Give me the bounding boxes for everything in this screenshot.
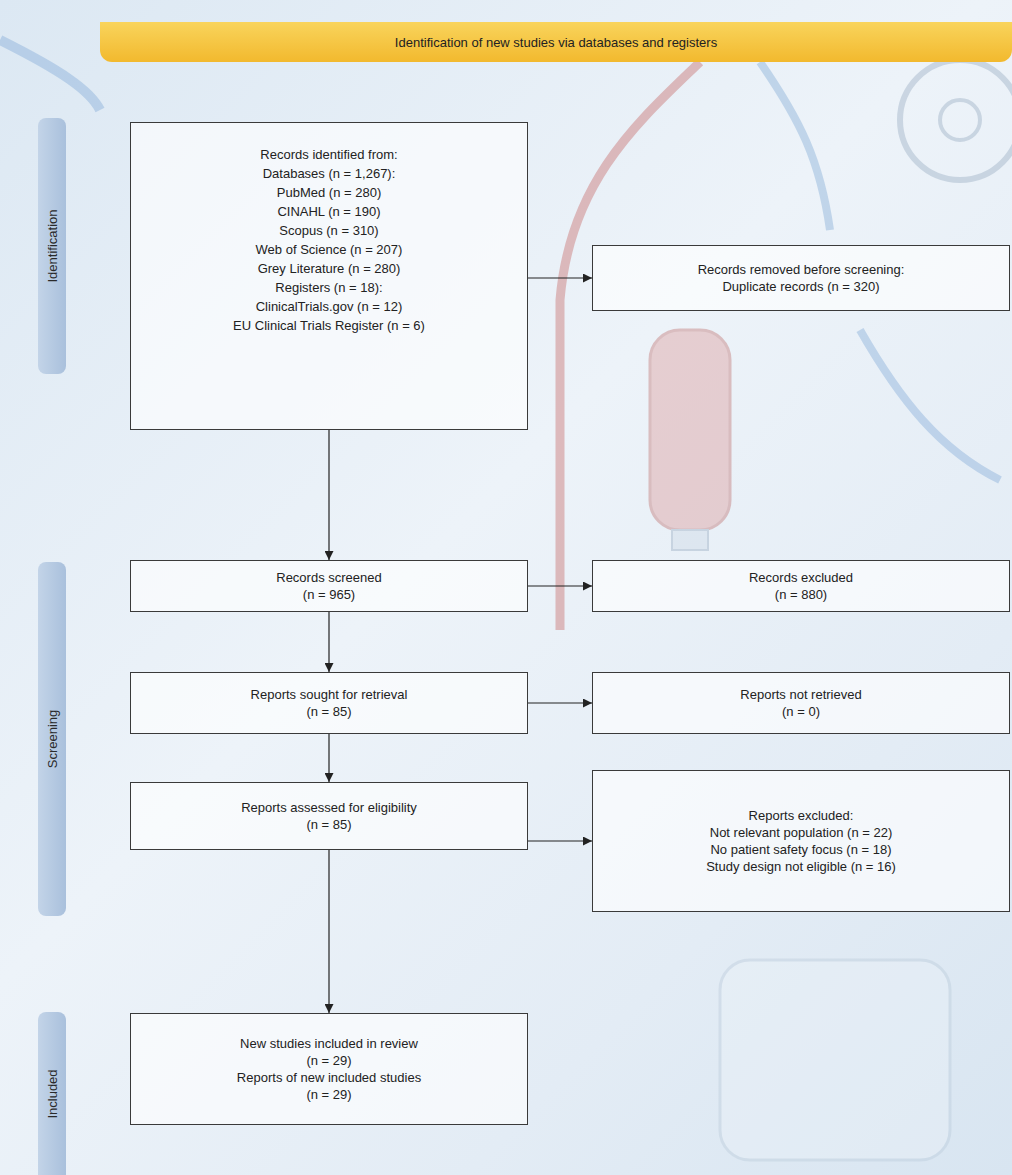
box-text: Records identified from:	[260, 145, 397, 164]
flow-arrow	[328, 850, 329, 1013]
flow-arrow	[328, 430, 329, 560]
box-text: Reports not retrieved	[740, 686, 861, 703]
box-text: EU Clinical Trials Register (n = 6)	[233, 316, 425, 335]
box-text: PubMed (n = 280)	[277, 183, 381, 202]
box-text: Records excluded	[749, 569, 853, 586]
box-text: (n = 29)	[306, 1086, 351, 1103]
exclusion-box: Reports not retrieved(n = 0)	[592, 672, 1010, 734]
box-text: Identification of new studies via databa…	[395, 35, 717, 50]
process-box: Reports sought for retrieval(n = 85)	[130, 672, 528, 734]
box-text: Grey Literature (n = 280)	[258, 259, 401, 278]
box-text: CINAHL (n = 190)	[277, 202, 380, 221]
box-text: Web of Science (n = 207)	[256, 240, 403, 259]
box-text: Scopus (n = 310)	[279, 221, 378, 240]
flow-arrow	[528, 277, 592, 278]
phase-label: Identification	[38, 118, 66, 374]
drip-chamber	[650, 330, 730, 530]
phase-label: Screening	[38, 562, 66, 916]
box-text: New studies included in review	[240, 1035, 418, 1052]
box-text: Reports assessed for eligibility	[241, 799, 417, 816]
box-text: Not relevant population (n = 22)	[710, 824, 892, 841]
box-text: No patient safety focus (n = 18)	[710, 841, 891, 858]
box-text: Databases (n = 1,267):	[263, 164, 396, 183]
box-text: (n = 0)	[782, 703, 820, 720]
box-text: (n = 880)	[775, 586, 827, 603]
box-text: Duplicate records (n = 320)	[722, 278, 879, 295]
process-box: Records screened(n = 965)	[130, 560, 528, 612]
flow-arrow	[328, 734, 329, 782]
phase-text: Screening	[45, 710, 60, 769]
box-text: (n = 29)	[306, 1052, 351, 1069]
box-text: (n = 85)	[306, 703, 351, 720]
exclusion-box: Reports excluded:Not relevant population…	[592, 770, 1010, 912]
exclusion-box: Records excluded(n = 880)	[592, 560, 1010, 612]
phase-text: Included	[45, 1069, 60, 1118]
header-band: Identification of new studies via databa…	[100, 22, 1012, 62]
blue-tube	[860, 330, 1000, 480]
box-text: ClinicalTrials.gov (n = 12)	[256, 297, 403, 316]
process-box: Reports assessed for eligibility(n = 85)	[130, 782, 528, 850]
fluid-bag	[720, 960, 950, 1160]
box-text: (n = 965)	[303, 586, 355, 603]
blue-tube	[760, 62, 830, 230]
box-text: Records removed before screening:	[698, 261, 905, 278]
box-text: Study design not eligible (n = 16)	[706, 858, 896, 875]
flow-arrow	[528, 840, 592, 841]
phase-text: Identification	[45, 210, 60, 283]
pump-wheel	[900, 60, 1012, 180]
exclusion-box: Records removed before screening:Duplica…	[592, 245, 1010, 311]
box-text: Reports sought for retrieval	[251, 686, 408, 703]
box-text: Records screened	[276, 569, 382, 586]
flow-arrow	[528, 585, 592, 586]
phase-label: Included	[38, 1012, 66, 1175]
box-text: (n = 85)	[306, 816, 351, 833]
flow-arrow	[528, 702, 592, 703]
chamber-cap	[672, 530, 708, 550]
box-text: Registers (n = 18):	[275, 278, 382, 297]
pump-hub	[940, 100, 980, 140]
box-text: Reports of new included studies	[237, 1069, 421, 1086]
process-box: New studies included in review(n = 29)Re…	[130, 1013, 528, 1125]
process-box: Records identified from:Databases (n = 1…	[130, 122, 528, 430]
flow-arrow	[328, 612, 329, 672]
box-text: Reports excluded:	[749, 807, 854, 824]
blue-tube	[0, 40, 100, 110]
